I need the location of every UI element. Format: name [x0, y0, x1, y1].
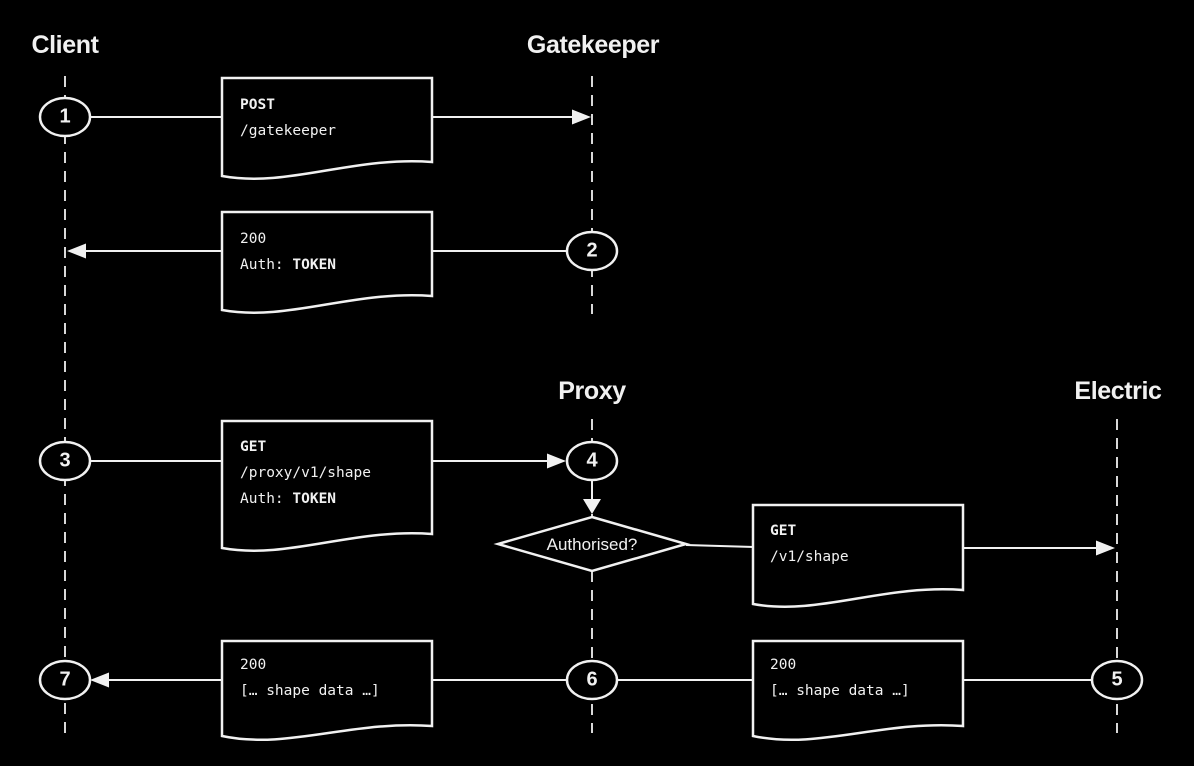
header-name: Auth:	[240, 257, 284, 273]
doc-text-shape-response-client: 200 [… shape data …]	[240, 652, 380, 704]
step-badge-3: 3	[59, 449, 71, 472]
arrowhead-right-icon	[572, 109, 591, 125]
step-badge-7: 7	[59, 668, 71, 691]
doc-post-gatekeeper	[220, 76, 434, 180]
doc-token-response	[220, 210, 434, 314]
http-status: 200	[240, 231, 267, 247]
doc-text-post-gatekeeper: POST/gatekeeper	[240, 92, 336, 144]
step-ellipse-5	[1090, 659, 1144, 701]
http-path: /gatekeeper	[240, 123, 337, 139]
doc-text-shape-response-proxy: 200 [… shape data …]	[770, 652, 910, 704]
step-ellipse-1	[38, 96, 92, 138]
step-ellipse-3	[38, 440, 92, 482]
header-name: Auth:	[240, 491, 284, 507]
http-header: Auth: TOKEN	[240, 486, 371, 512]
doc-get-shape	[751, 503, 965, 608]
http-method: POST	[240, 97, 275, 113]
step-badge-5: 5	[1111, 668, 1123, 691]
arrowhead-left-icon	[90, 672, 109, 688]
http-method: GET	[240, 439, 267, 455]
decision-to-doc-line	[685, 544, 755, 548]
arrowhead-right-icon	[1096, 540, 1115, 556]
step-ellipse-7	[38, 659, 92, 701]
arrowhead-down-icon	[583, 499, 601, 514]
step-badge-4: 4	[586, 449, 598, 472]
actor-label-proxy: Proxy	[558, 377, 626, 405]
step-badge-6: 6	[586, 668, 598, 691]
actor-label-electric: Electric	[1074, 377, 1162, 405]
doc-shape-response-client	[220, 639, 434, 742]
http-status: 200	[770, 657, 797, 673]
step-ellipse-6	[565, 659, 619, 701]
step-ellipse-4	[565, 440, 619, 482]
http-path: /proxy/v1/shape	[240, 465, 371, 481]
header-value: TOKEN	[292, 491, 337, 507]
arrowhead-right-icon	[547, 453, 566, 469]
actor-label-gatekeeper: Gatekeeper	[526, 31, 660, 59]
decision-diamond	[493, 515, 691, 573]
header-value: TOKEN	[292, 257, 337, 273]
doc-shape-response-proxy	[751, 639, 965, 742]
step-badge-2: 2	[586, 239, 598, 262]
http-path: /v1/shape	[770, 549, 849, 565]
actor-label-client: Client	[31, 31, 99, 59]
doc-get-proxy-shape	[220, 419, 434, 552]
http-status: 200	[240, 657, 267, 673]
doc-text-get-shape: GET/v1/shape	[770, 518, 849, 570]
http-body: [… shape data …]	[770, 683, 910, 699]
decision-label: Authorised?	[546, 535, 638, 554]
step-ellipse-2	[565, 230, 619, 272]
http-header: Auth: TOKEN	[240, 252, 336, 278]
http-body: [… shape data …]	[240, 683, 380, 699]
http-method: GET	[770, 523, 797, 539]
step-badge-1: 1	[59, 105, 71, 128]
arrowhead-left-icon	[67, 243, 86, 259]
